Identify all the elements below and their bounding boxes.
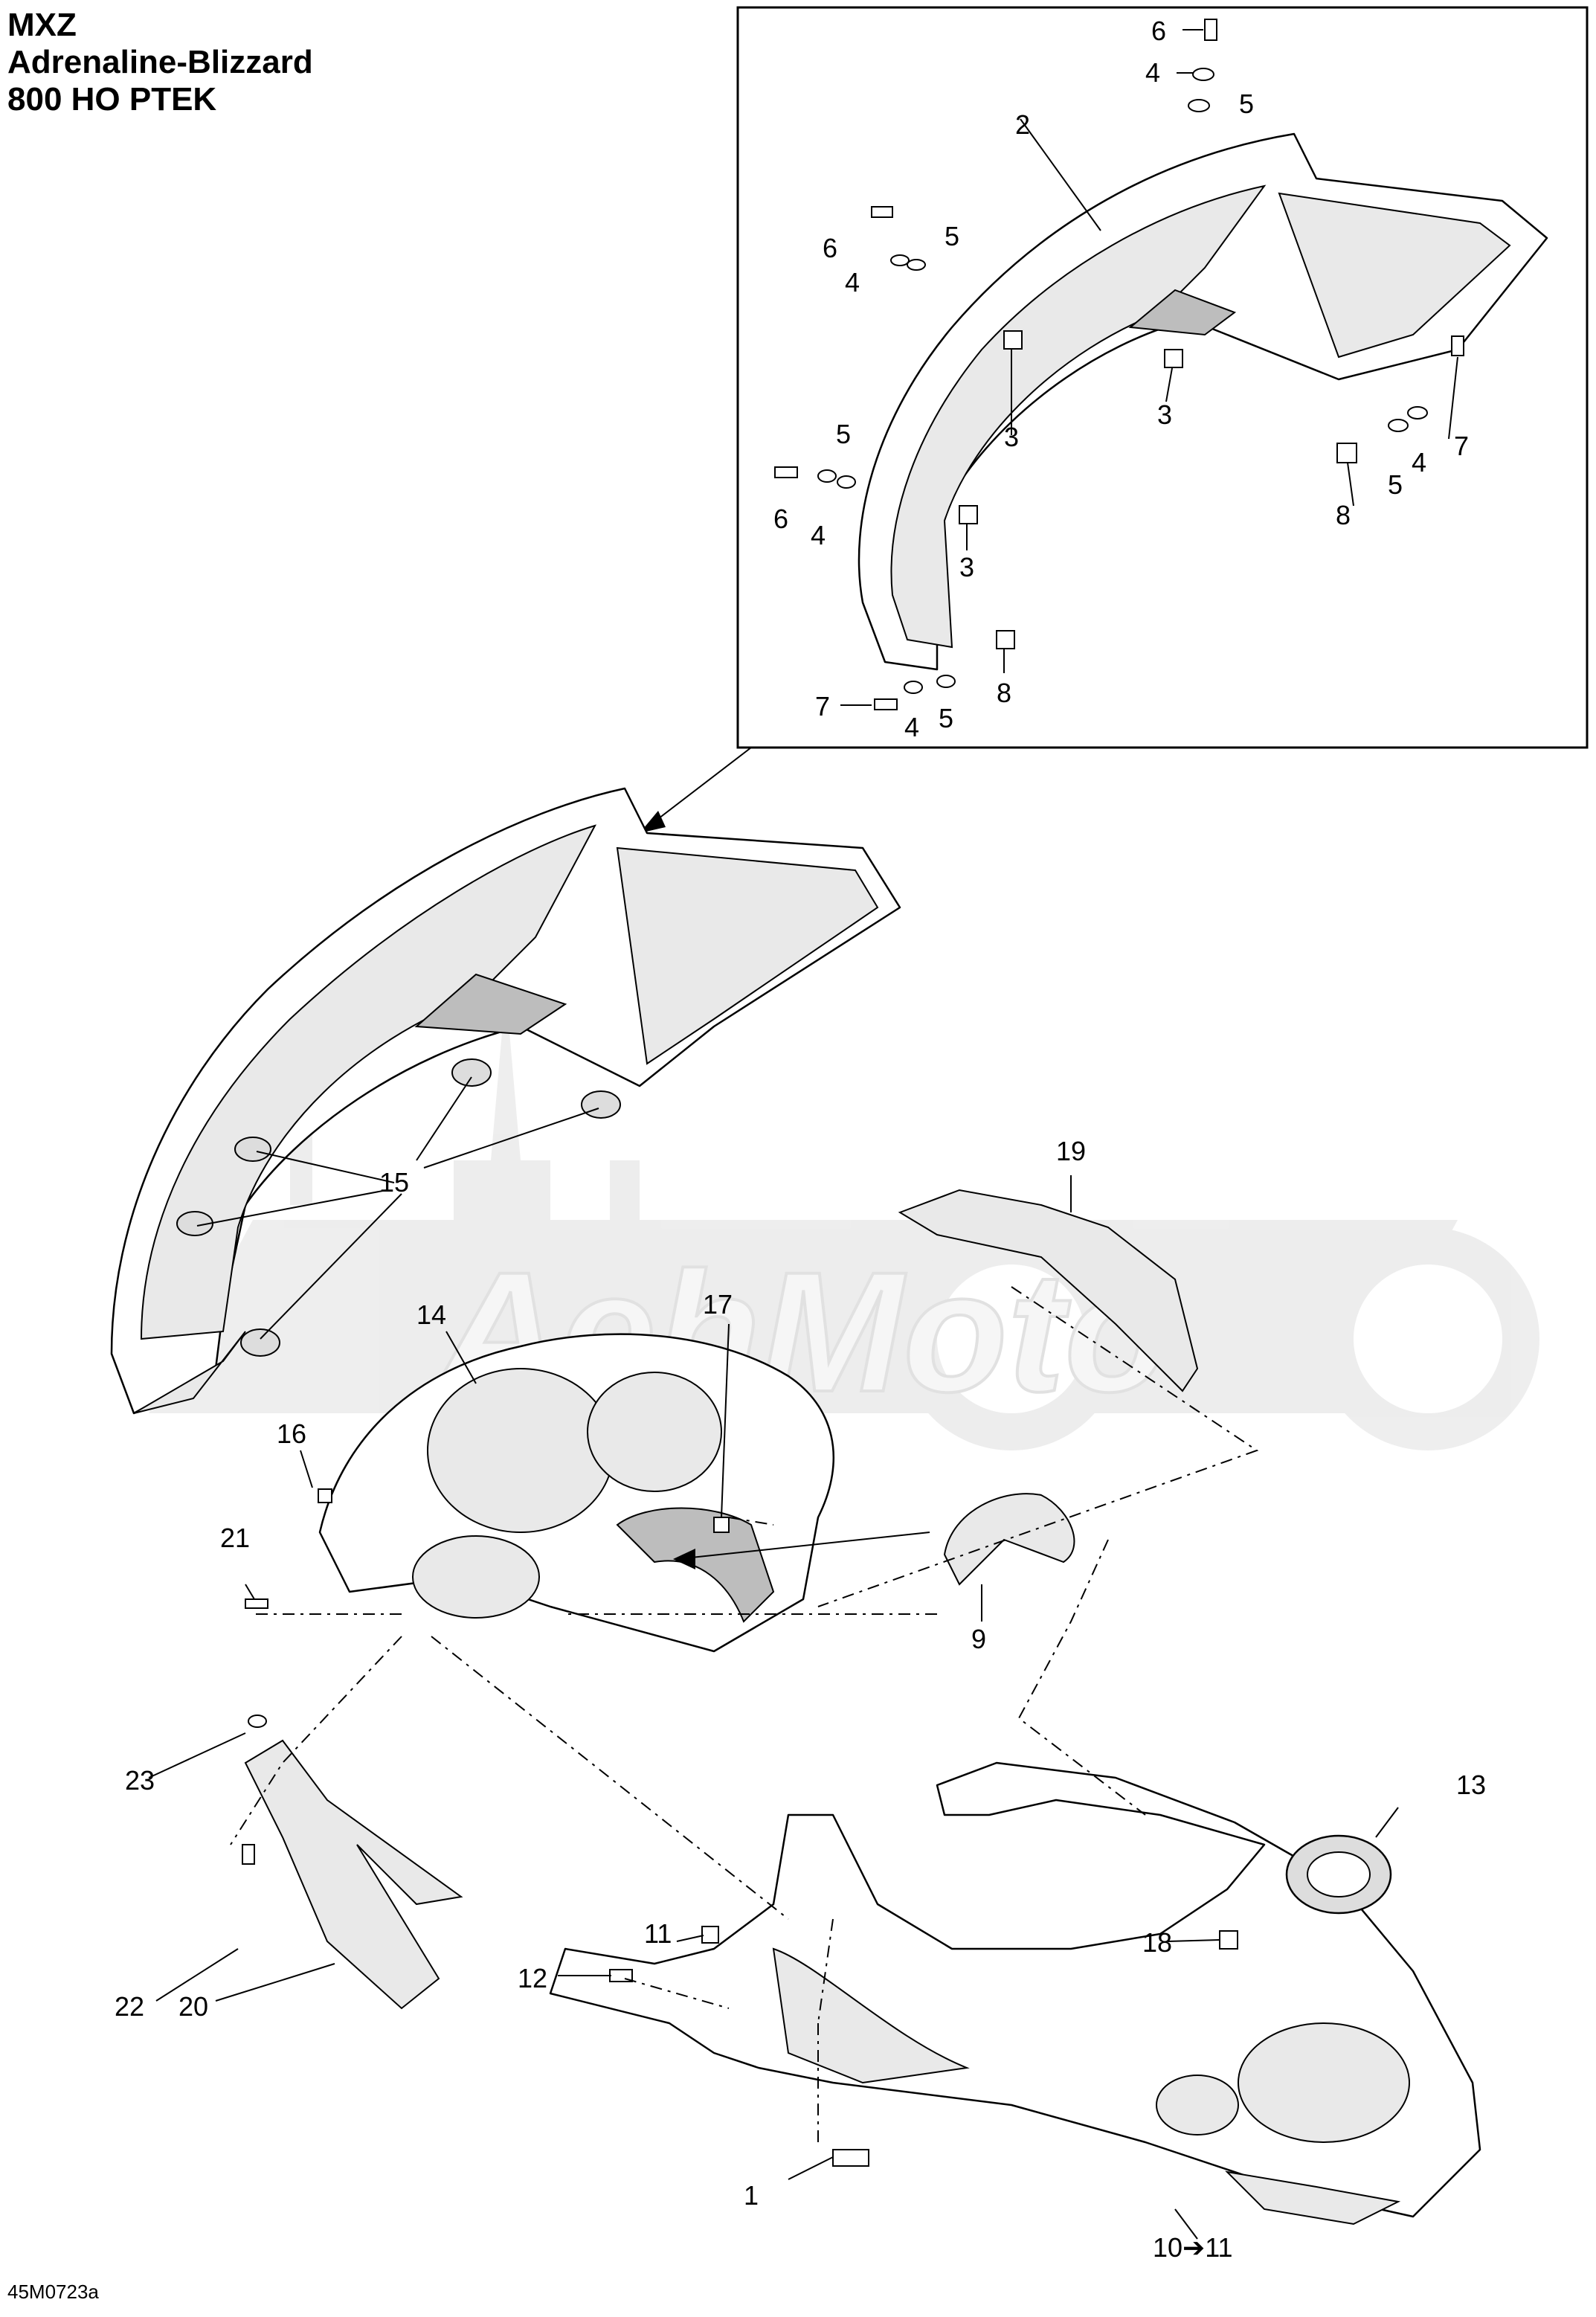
- lower-console: [549, 1761, 1481, 2226]
- callout-20: 20: [178, 1991, 208, 2022]
- callout-7: 7: [1454, 431, 1469, 461]
- callout-9: 9: [971, 1624, 986, 1654]
- detail-leader-lines: [840, 29, 1458, 706]
- windshield-main: [110, 787, 901, 1415]
- callout-5: 5: [836, 419, 851, 449]
- title-variant: Adrenaline-Blizzard: [7, 44, 313, 80]
- callout-12: 12: [518, 1963, 547, 1993]
- callout-14: 14: [416, 1299, 446, 1330]
- callout-19: 19: [1056, 1136, 1086, 1166]
- deflector-20: [244, 1739, 463, 2010]
- callout-5: 5: [945, 221, 959, 251]
- callout-10-to-11: 10➔11: [1153, 2232, 1233, 2263]
- callout-15: 15: [379, 1167, 409, 1198]
- callout-23: 23: [125, 1765, 155, 1796]
- callout-4: 4: [904, 712, 919, 742]
- title-model: MXZ: [7, 7, 77, 43]
- callout-3: 3: [1157, 399, 1172, 430]
- ring-13: [1285, 1834, 1392, 1915]
- callout-3: 3: [959, 552, 974, 582]
- detail-inset-frame: [736, 6, 1589, 749]
- callout-6: 6: [773, 504, 788, 534]
- grommets: [176, 1058, 621, 1357]
- fasteners-detail: [774, 19, 1464, 710]
- callout-7: 7: [815, 691, 830, 722]
- cap-9: [943, 1493, 1075, 1586]
- grommet-leaders: [196, 1076, 599, 1340]
- main-callouts: 15 19 14 17 16 21 9 23 13 11 18 12 22 20…: [115, 1136, 1486, 2263]
- assembly-lines: [230, 1286, 1259, 2142]
- callout-11: 11: [644, 1918, 672, 1949]
- detail-callouts: 6 4 5 2 6 5 4 3 3 7 5 6 4 3 5 4 8 8 7 4 …: [773, 16, 1469, 742]
- callout-1: 1: [744, 2180, 759, 2211]
- callout-4: 4: [1145, 57, 1160, 88]
- detail-arrow-head: [640, 811, 666, 833]
- windshield-detail: [857, 132, 1548, 671]
- callout-22: 22: [115, 1991, 144, 2022]
- callout-4: 4: [1412, 447, 1426, 478]
- callout-6: 6: [1151, 16, 1166, 46]
- callout-5: 5: [939, 703, 953, 733]
- main-leader-lines: [148, 1175, 1399, 2240]
- title-engine: 800 HO PTEK: [7, 81, 216, 118]
- cover-19: [898, 1189, 1199, 1392]
- callout-3: 3: [1004, 422, 1019, 452]
- callout-4: 4: [811, 520, 826, 550]
- callout-18: 18: [1142, 1927, 1172, 1958]
- callout-6: 6: [823, 233, 837, 263]
- callout-4: 4: [845, 267, 860, 298]
- callout-13: 13: [1456, 1770, 1486, 1800]
- figure-code: 45M0723a: [7, 2281, 99, 2303]
- callout-2: 2: [1015, 109, 1030, 140]
- callout-21: 21: [220, 1523, 250, 1553]
- callout-16: 16: [277, 1418, 306, 1449]
- callout-8: 8: [1336, 500, 1351, 530]
- callout-5: 5: [1388, 469, 1403, 500]
- callout-17: 17: [703, 1289, 733, 1320]
- diagram-title: MXZ Adrenaline-Blizzard 800 HO PTEK: [7, 7, 313, 118]
- callout-8: 8: [997, 678, 1011, 708]
- callout-5: 5: [1239, 89, 1254, 119]
